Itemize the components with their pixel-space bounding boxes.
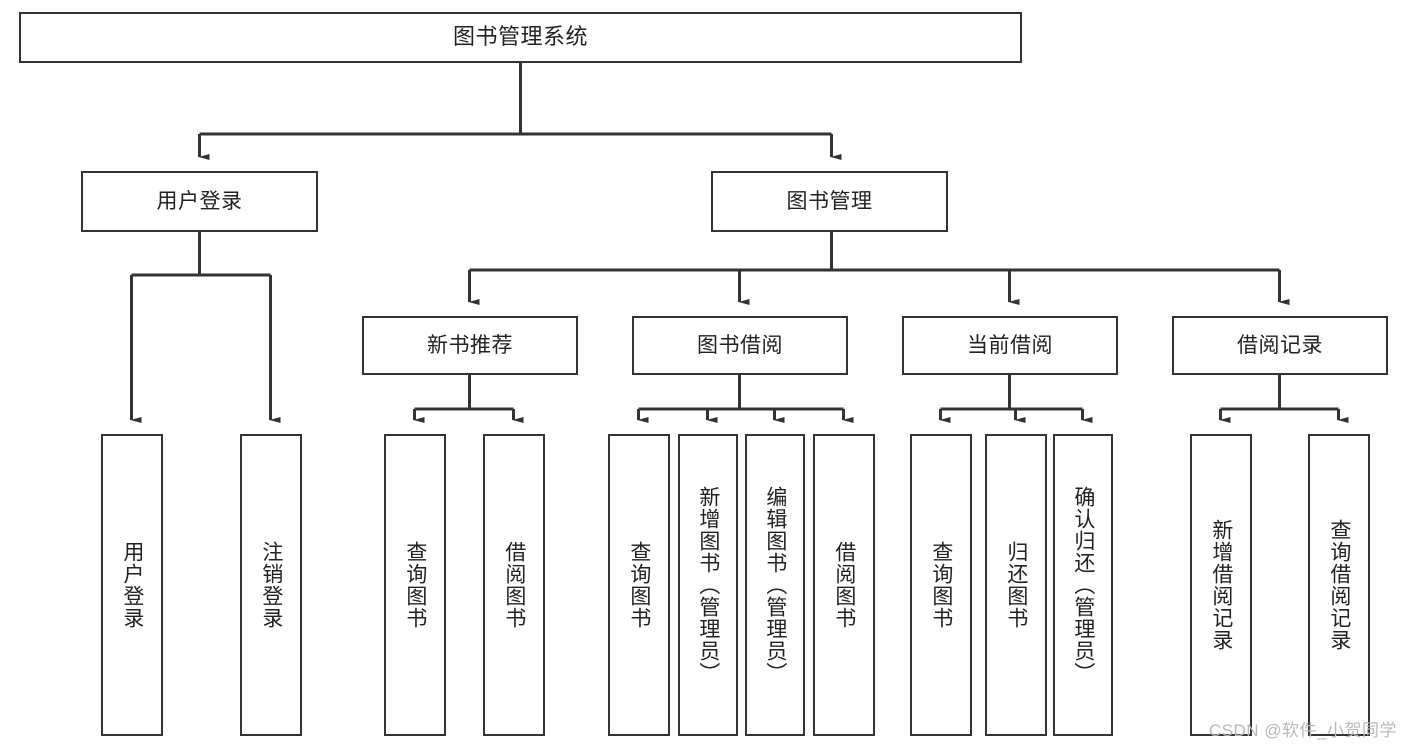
node-user-login[interactable]: 用户登录 bbox=[81, 171, 318, 232]
node-book-borrow[interactable]: 图书借阅 bbox=[632, 316, 848, 375]
leaf-query-book-cb[interactable]: 查询图书 bbox=[910, 434, 972, 736]
leaf-logout[interactable]: 注销登录 bbox=[240, 434, 302, 736]
leaf-borrow-book-bb[interactable]: 借阅图书 bbox=[813, 434, 875, 736]
leaf-add-book-admin[interactable]: 新增图书（管理员） bbox=[678, 434, 738, 736]
leaf-user-login[interactable]: 用户登录 bbox=[101, 434, 163, 736]
watermark-csdn: CSDN @软件_小贺同学 bbox=[1208, 721, 1397, 740]
node-book-management[interactable]: 图书管理 bbox=[711, 171, 948, 232]
node-current-borrow[interactable]: 当前借阅 bbox=[902, 316, 1118, 375]
leaf-borrow-book-nb[interactable]: 借阅图书 bbox=[483, 434, 545, 736]
node-new-book-recommend[interactable]: 新书推荐 bbox=[362, 316, 578, 375]
node-borrow-record[interactable]: 借阅记录 bbox=[1172, 316, 1388, 375]
leaf-return-book[interactable]: 归还图书 bbox=[985, 434, 1047, 736]
leaf-query-book-nb[interactable]: 查询图书 bbox=[384, 434, 446, 736]
leaf-confirm-return-admin[interactable]: 确认归还（管理员） bbox=[1053, 434, 1113, 736]
node-root[interactable]: 图书管理系统 bbox=[19, 12, 1022, 63]
leaf-add-borrow-record[interactable]: 新增借阅记录 bbox=[1190, 434, 1252, 736]
leaf-query-borrow-record[interactable]: 查询借阅记录 bbox=[1308, 434, 1370, 736]
leaf-query-book-bb[interactable]: 查询图书 bbox=[608, 434, 670, 736]
leaf-edit-book-admin[interactable]: 编辑图书（管理员） bbox=[745, 434, 805, 736]
